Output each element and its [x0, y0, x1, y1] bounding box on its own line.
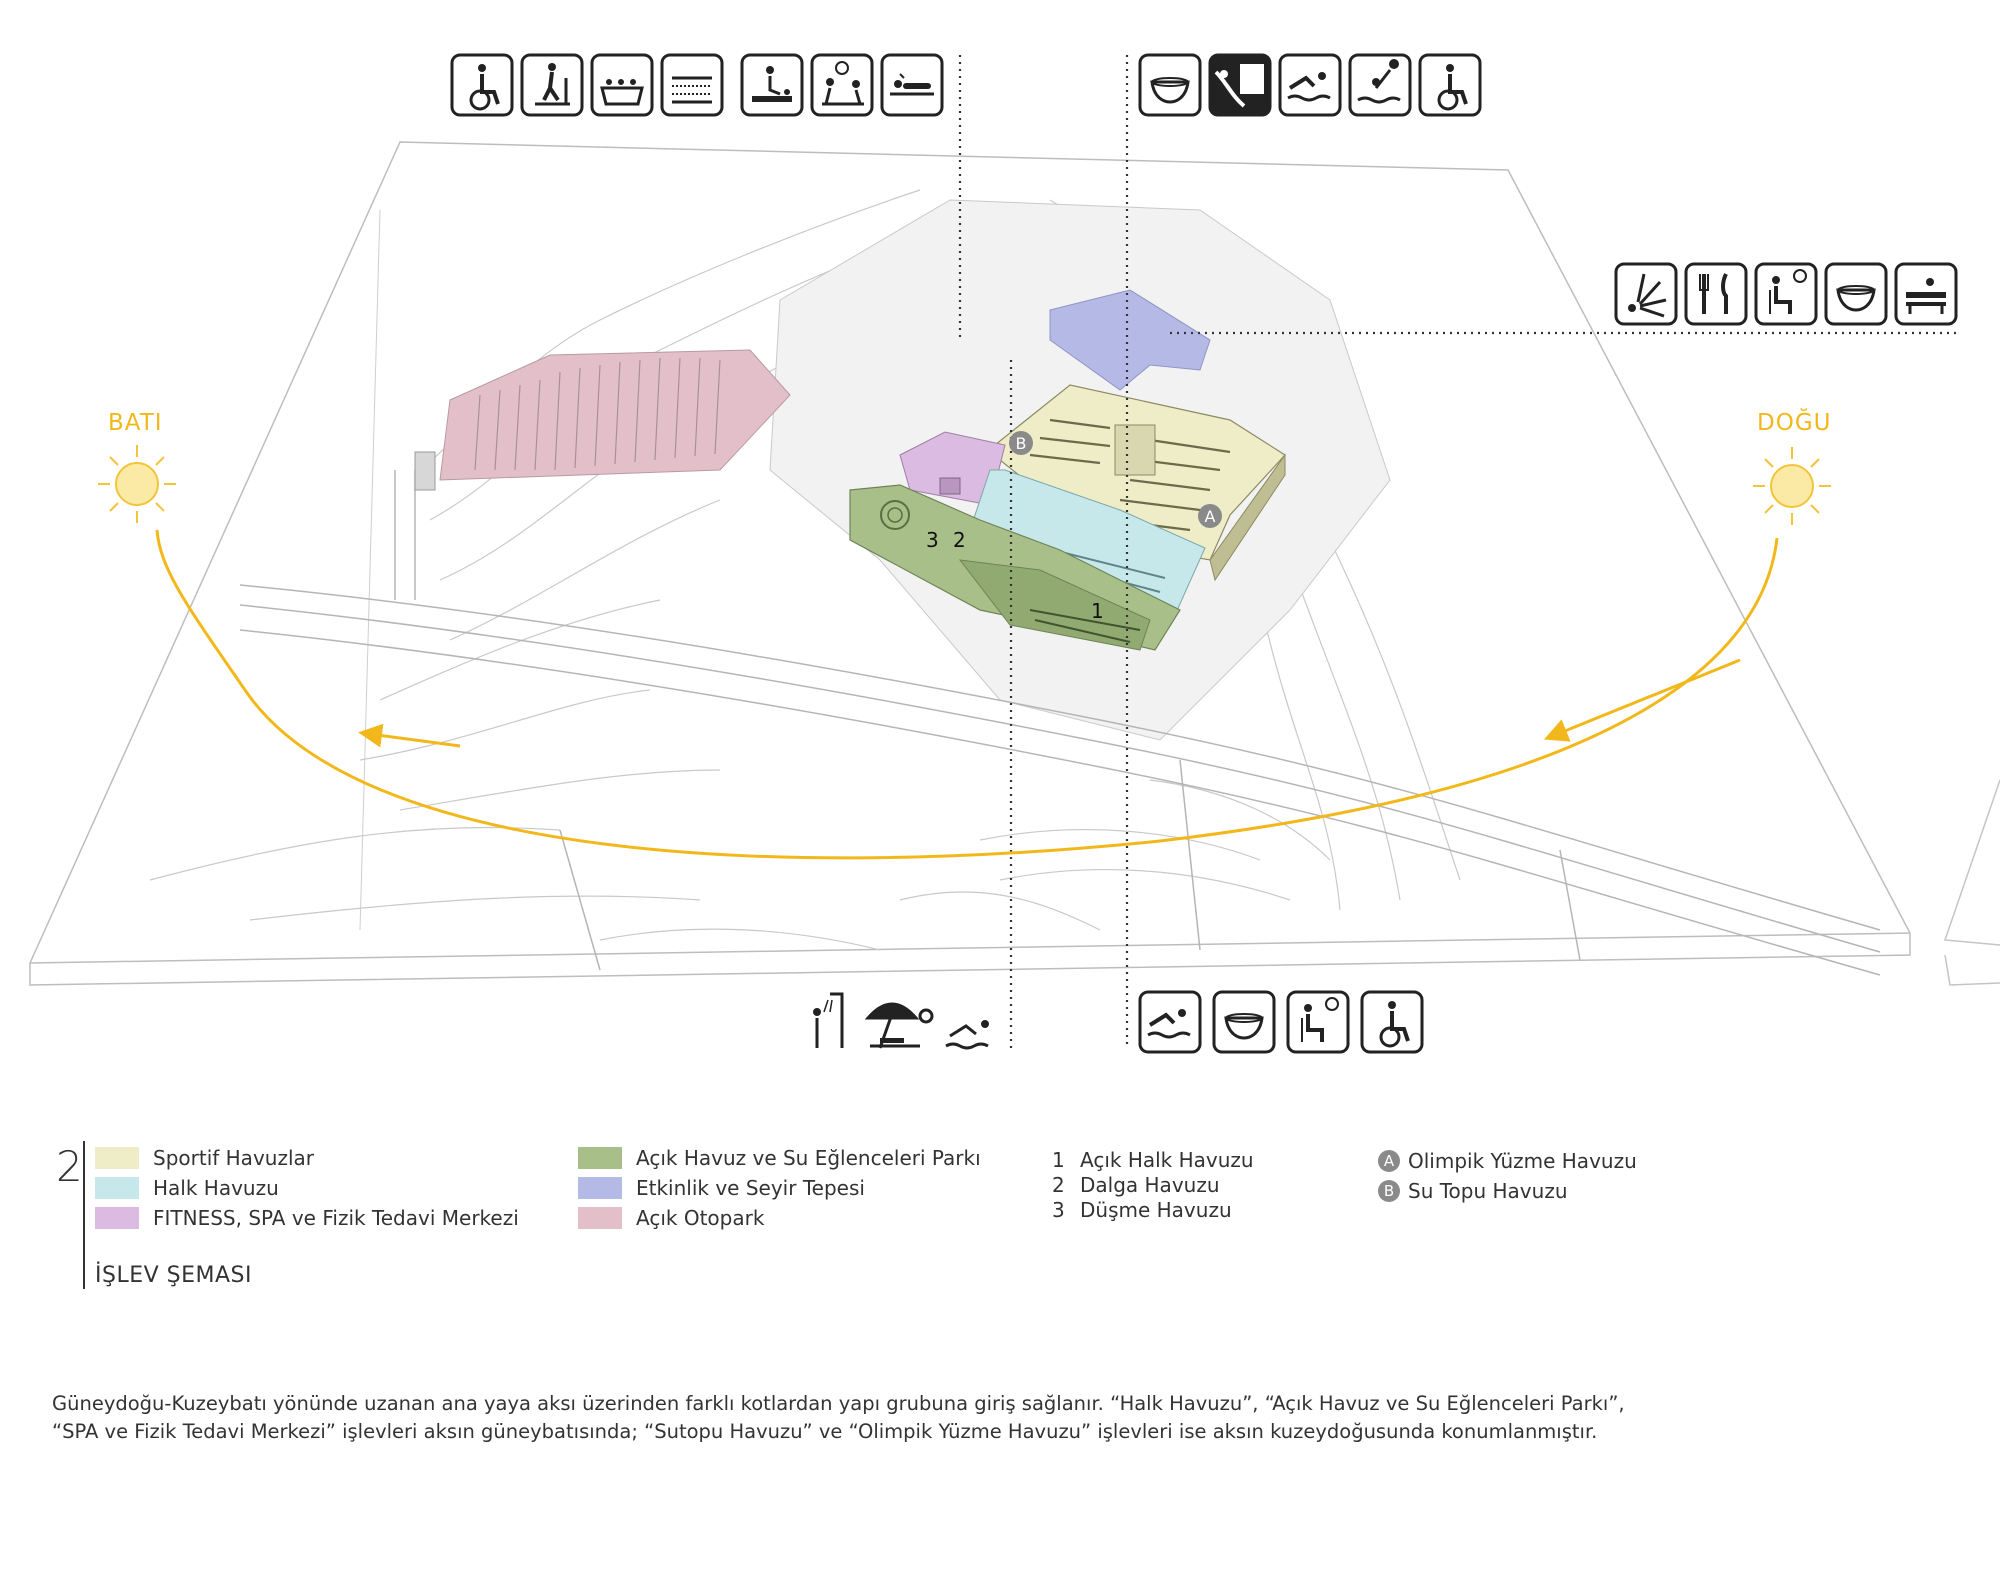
legend-swatch	[95, 1147, 139, 1169]
description-text: Güneydoğu-Kuzeybatı yönünde uzanan ana y…	[52, 1390, 1952, 1446]
bench-icon	[1894, 262, 1958, 326]
wheelchair-icon	[450, 53, 514, 117]
swimmer-icon	[1278, 53, 1342, 117]
legend-item: Etkinlik ve Seyir Tepesi	[578, 1173, 981, 1203]
legend-num: 1	[1052, 1148, 1065, 1172]
legend-label: Açık Otopark	[636, 1206, 765, 1230]
wheelchair-icon	[1360, 990, 1424, 1054]
legend-num: 2	[1052, 1173, 1065, 1197]
legend-item: Halk Havuzu	[95, 1173, 519, 1203]
marker-1: 1	[1091, 599, 1104, 623]
sun-path-arrow-west	[358, 723, 461, 748]
legend-label: Sportif Havuzlar	[153, 1146, 314, 1170]
sun-label-west: BATI	[108, 410, 163, 436]
legend-label: Etkinlik ve Seyir Tepesi	[636, 1176, 865, 1200]
guide-lines	[958, 55, 1960, 1048]
legend-number: 2	[56, 1142, 83, 1191]
sun-path-arc	[155, 529, 1779, 860]
cafe-cup-icon	[1138, 53, 1202, 117]
legend-letter-label: Su Topu Havuzu	[1408, 1179, 1568, 1203]
legend-swatch	[578, 1147, 622, 1169]
aqua-park-zone	[849, 484, 1181, 651]
sun-icon-west	[98, 445, 176, 523]
svg-text:A: A	[1205, 507, 1216, 526]
legend-label: FITNESS, SPA ve Fizik Tedavi Merkezi	[153, 1206, 519, 1230]
legend-lettered-item: A Olimpik Yüzme Havuzu	[1378, 1146, 1637, 1176]
marker-b: B	[1009, 431, 1033, 455]
marker-2: 2	[953, 528, 966, 552]
jacuzzi-icon	[590, 53, 654, 117]
water-polo-icon	[1348, 53, 1412, 117]
legend-num-label: Düşme Havuzu	[1080, 1198, 1232, 1222]
legend-letter-badge: A	[1378, 1150, 1400, 1172]
description-line: “SPA ve Fizik Tedavi Merkezi” işlevleri …	[52, 1420, 1598, 1443]
swimmer-icon	[945, 1020, 989, 1050]
spa-stair	[939, 477, 961, 495]
spa-bed-icon	[880, 53, 944, 117]
legend-label: Halk Havuzu	[153, 1176, 279, 1200]
water-slide-icon	[1208, 53, 1272, 117]
waiting-area-icon	[1754, 262, 1818, 326]
legend-divider	[83, 1141, 85, 1289]
icon-row-top-left	[450, 53, 944, 117]
legend-swatch	[578, 1177, 622, 1199]
icon-row-bottom-right	[1138, 990, 1424, 1054]
fountain-icon	[1614, 262, 1678, 326]
open-parking-zone	[439, 349, 791, 481]
legend-item: Sportif Havuzlar	[95, 1143, 519, 1173]
legend-item: Açık Havuz ve Su Eğlenceleri Parkı	[578, 1143, 981, 1173]
cafe-cup-icon	[1212, 990, 1276, 1054]
legend-numbered-item: 3 Düşme Havuzu	[1052, 1198, 1254, 1223]
legend-zones-col1: Sportif Havuzlar Halk Havuzu FITNESS, SP…	[95, 1143, 519, 1233]
swimmer-icon	[1138, 990, 1202, 1054]
legend-item: Açık Otopark	[578, 1203, 981, 1233]
svg-text:B: B	[1016, 434, 1027, 453]
legend-lettered: A Olimpik Yüzme Havuzu B Su Topu Havuzu	[1378, 1146, 1637, 1206]
icon-row-top-right	[1138, 53, 1482, 117]
icon-row-right	[1614, 262, 1958, 326]
sun-icon-east	[1753, 447, 1831, 525]
legend-swatch	[95, 1177, 139, 1199]
marker-3: 3	[926, 528, 939, 552]
wheelchair-icon	[1418, 53, 1482, 117]
legend-numbered-item: 2 Dalga Havuzu	[1052, 1173, 1254, 1198]
event-viewing-hill-zone	[1049, 289, 1211, 391]
legend-label: Açık Havuz ve Su Eğlenceleri Parkı	[636, 1146, 981, 1170]
sun-label-east: DOĞU	[1757, 410, 1832, 436]
legend-letter-label: Olimpik Yüzme Havuzu	[1408, 1149, 1637, 1173]
physiotherapy-icon	[810, 53, 874, 117]
sun-path-arrow-east	[1543, 658, 1741, 742]
legend-item: FITNESS, SPA ve Fizik Tedavi Merkezi	[95, 1203, 519, 1233]
legend-num-label: Açık Halk Havuzu	[1080, 1148, 1254, 1172]
legend-num-label: Dalga Havuzu	[1080, 1173, 1220, 1197]
legend-numbered: 1 Açık Halk Havuzu 2 Dalga Havuzu 3 Düşme H…	[1052, 1148, 1254, 1223]
icon-row-bottom-left	[813, 992, 989, 1050]
legend-letter-badge: B	[1378, 1180, 1400, 1202]
adjacent-block-edge	[1943, 779, 2000, 986]
legend-swatch	[578, 1207, 622, 1229]
legend-num: 3	[1052, 1198, 1065, 1222]
shower-icon	[813, 992, 844, 1048]
massage-icon	[740, 53, 804, 117]
sunbathing-icon	[864, 1002, 934, 1049]
treadmill-icon	[520, 53, 584, 117]
waiting-area-icon	[1286, 990, 1350, 1054]
stair-tower	[414, 451, 436, 491]
legend-swatch	[95, 1207, 139, 1229]
legend-numbered-item: 1 Açık Halk Havuzu	[1052, 1148, 1254, 1173]
schema-title: İŞLEV ŞEMASI	[95, 1263, 253, 1288]
sauna-icon	[660, 53, 724, 117]
legend-zones-col2: Açık Havuz ve Su Eğlenceleri Parkı Etkin…	[578, 1143, 981, 1233]
description-line: Güneydoğu-Kuzeybatı yönünde uzanan ana y…	[52, 1392, 1625, 1415]
marker-a: A	[1198, 504, 1222, 528]
main-road	[239, 470, 1881, 976]
restaurant-icon	[1684, 262, 1748, 326]
legend-lettered-item: B Su Topu Havuzu	[1378, 1176, 1637, 1206]
cafe-cup-icon	[1824, 262, 1888, 326]
